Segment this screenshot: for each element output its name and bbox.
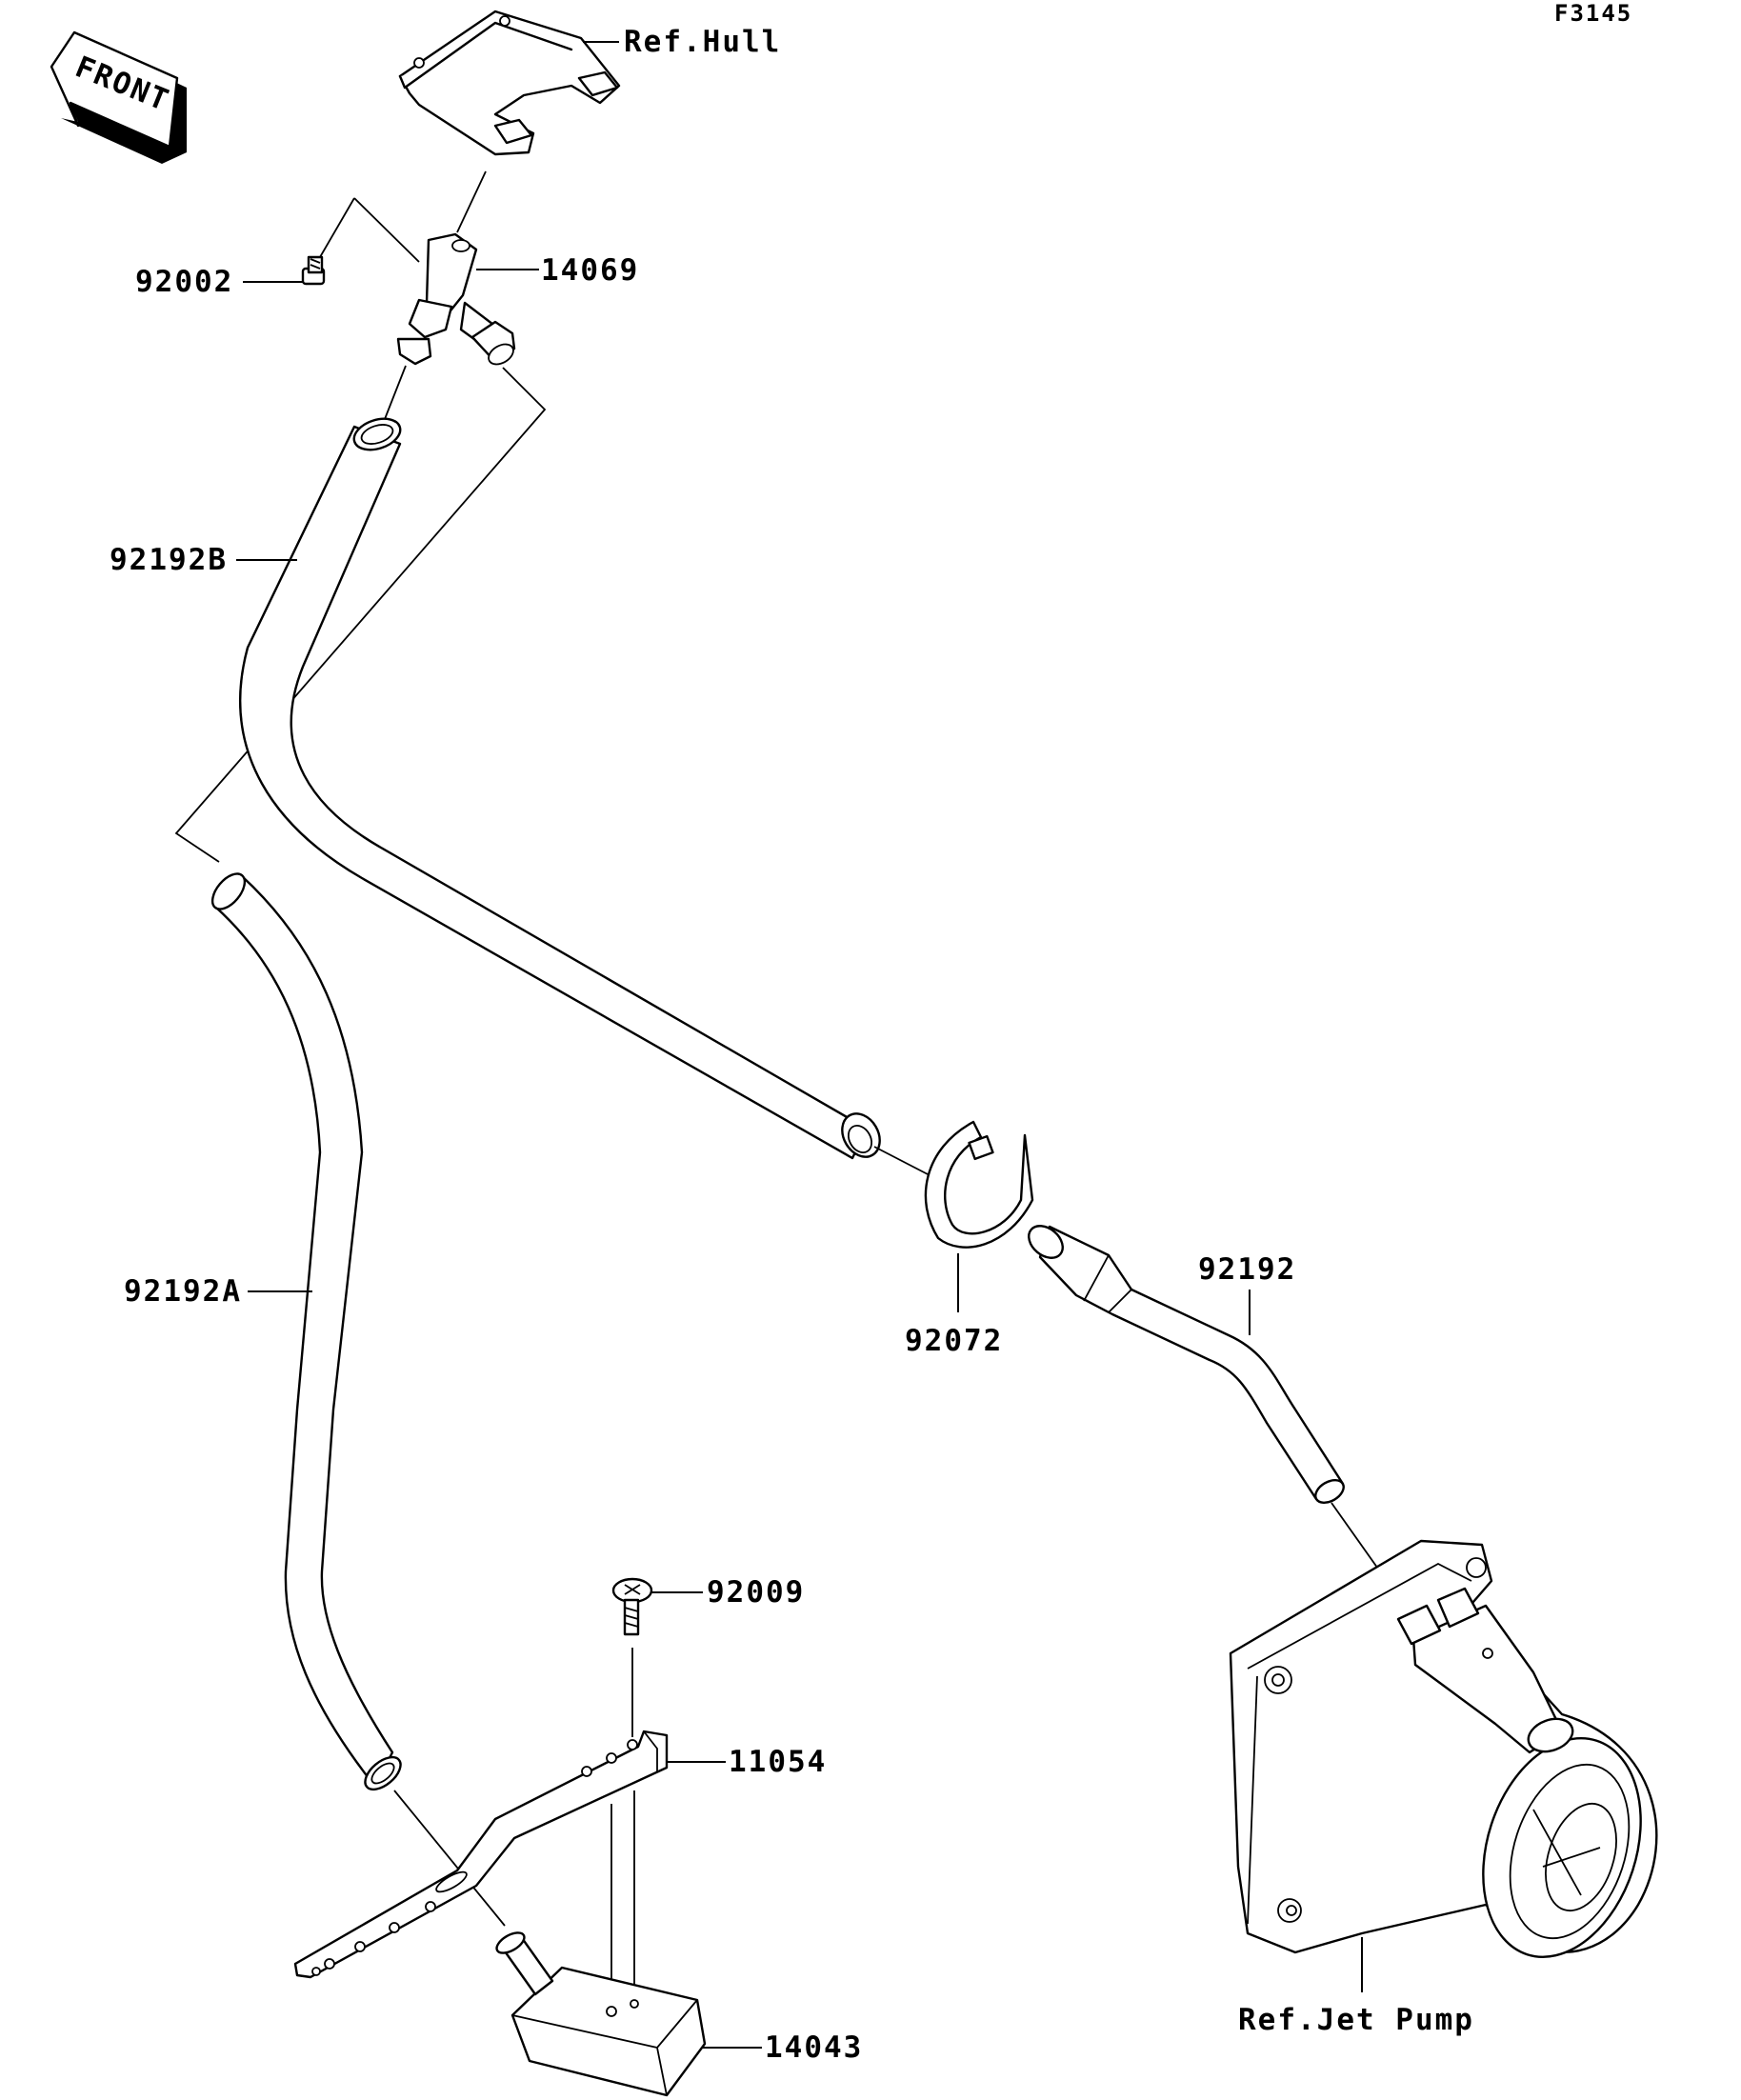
label-14043: 14043 <box>765 2030 863 2065</box>
label-92002: 92002 <box>135 265 233 299</box>
label-14069: 14069 <box>541 253 639 288</box>
hose-92192 <box>1028 1225 1345 1504</box>
label-92192: 92192 <box>1198 1252 1296 1287</box>
label-92192B: 92192B <box>110 543 228 577</box>
jet-pump <box>1229 1539 1658 1958</box>
bolt-92002 <box>301 255 326 286</box>
hose-92192A <box>210 872 402 1791</box>
screw-92009 <box>611 1577 653 1636</box>
front-direction-arrow-icon: FRONT <box>50 30 187 164</box>
label-92009: 92009 <box>707 1575 805 1610</box>
fitting-14069 <box>396 232 516 366</box>
label-92192A: 92192A <box>124 1274 242 1309</box>
label-92072: 92072 <box>905 1324 1003 1358</box>
ref-hull-label: Ref.Hull <box>624 25 781 59</box>
hose-92192B <box>239 417 881 1160</box>
hull-bracket <box>398 10 621 156</box>
figure-code: F3145 <box>1554 0 1632 27</box>
clamp-92072 <box>924 1120 1034 1249</box>
label-11054: 11054 <box>729 1745 827 1779</box>
ref-jet-pump-label: Ref.Jet Pump <box>1238 2003 1474 2037</box>
strainer-14043 <box>495 1931 707 2097</box>
